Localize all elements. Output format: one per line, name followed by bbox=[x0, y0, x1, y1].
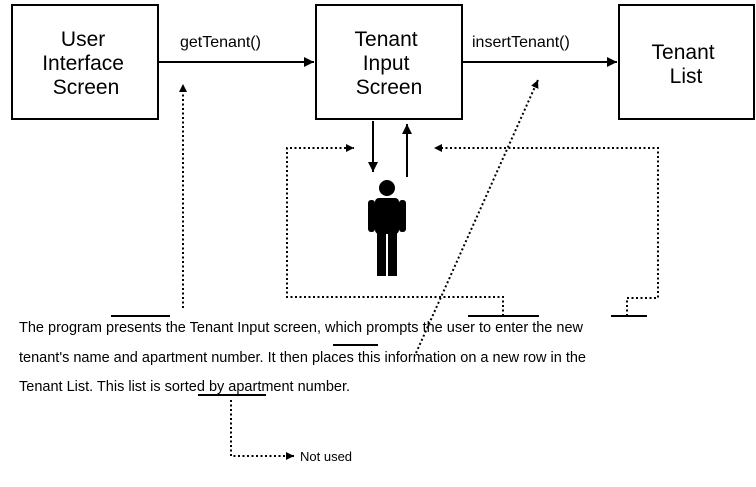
tenant-list-box: Tenant List bbox=[618, 4, 755, 120]
description-line-2: tenant's name and apartment number. It t… bbox=[19, 350, 586, 366]
keyword-presents: presents bbox=[106, 320, 162, 336]
description-line-1: The program presents the Tenant Input sc… bbox=[19, 320, 584, 336]
not-used-note: Not used bbox=[300, 449, 352, 464]
is-sorted-connector bbox=[230, 400, 294, 460]
user-actor-icon bbox=[368, 180, 406, 276]
user-interface-screen-box: User Interface Screen bbox=[11, 4, 159, 120]
insert-tenant-arrow: insertTenant() bbox=[462, 34, 617, 67]
description-paragraph: The program presents the Tenant Input sc… bbox=[19, 320, 586, 395]
places-connector bbox=[415, 79, 539, 354]
get-tenant-arrow: getTenant() bbox=[158, 34, 314, 67]
keyword-prompts: prompts bbox=[366, 320, 418, 336]
description-line-3: Tenant List. This list is sorted by apar… bbox=[19, 379, 350, 395]
enter-connector bbox=[434, 144, 659, 316]
keyword-places: places bbox=[312, 350, 354, 366]
get-tenant-label: getTenant() bbox=[180, 34, 261, 51]
keyword-enter: enter bbox=[495, 320, 528, 336]
tenant-input-screen-label: Tenant Input Screen bbox=[355, 28, 424, 99]
tenant-list-label: Tenant List bbox=[652, 41, 721, 88]
tenant-input-screen-box: Tenant Input Screen bbox=[315, 4, 463, 120]
insert-tenant-label: insertTenant() bbox=[472, 34, 570, 51]
prompts-connector bbox=[286, 144, 504, 316]
keyword-is-sorted: is sorted bbox=[150, 379, 205, 395]
user-interface-screen-label: User Interface Screen bbox=[42, 28, 130, 99]
